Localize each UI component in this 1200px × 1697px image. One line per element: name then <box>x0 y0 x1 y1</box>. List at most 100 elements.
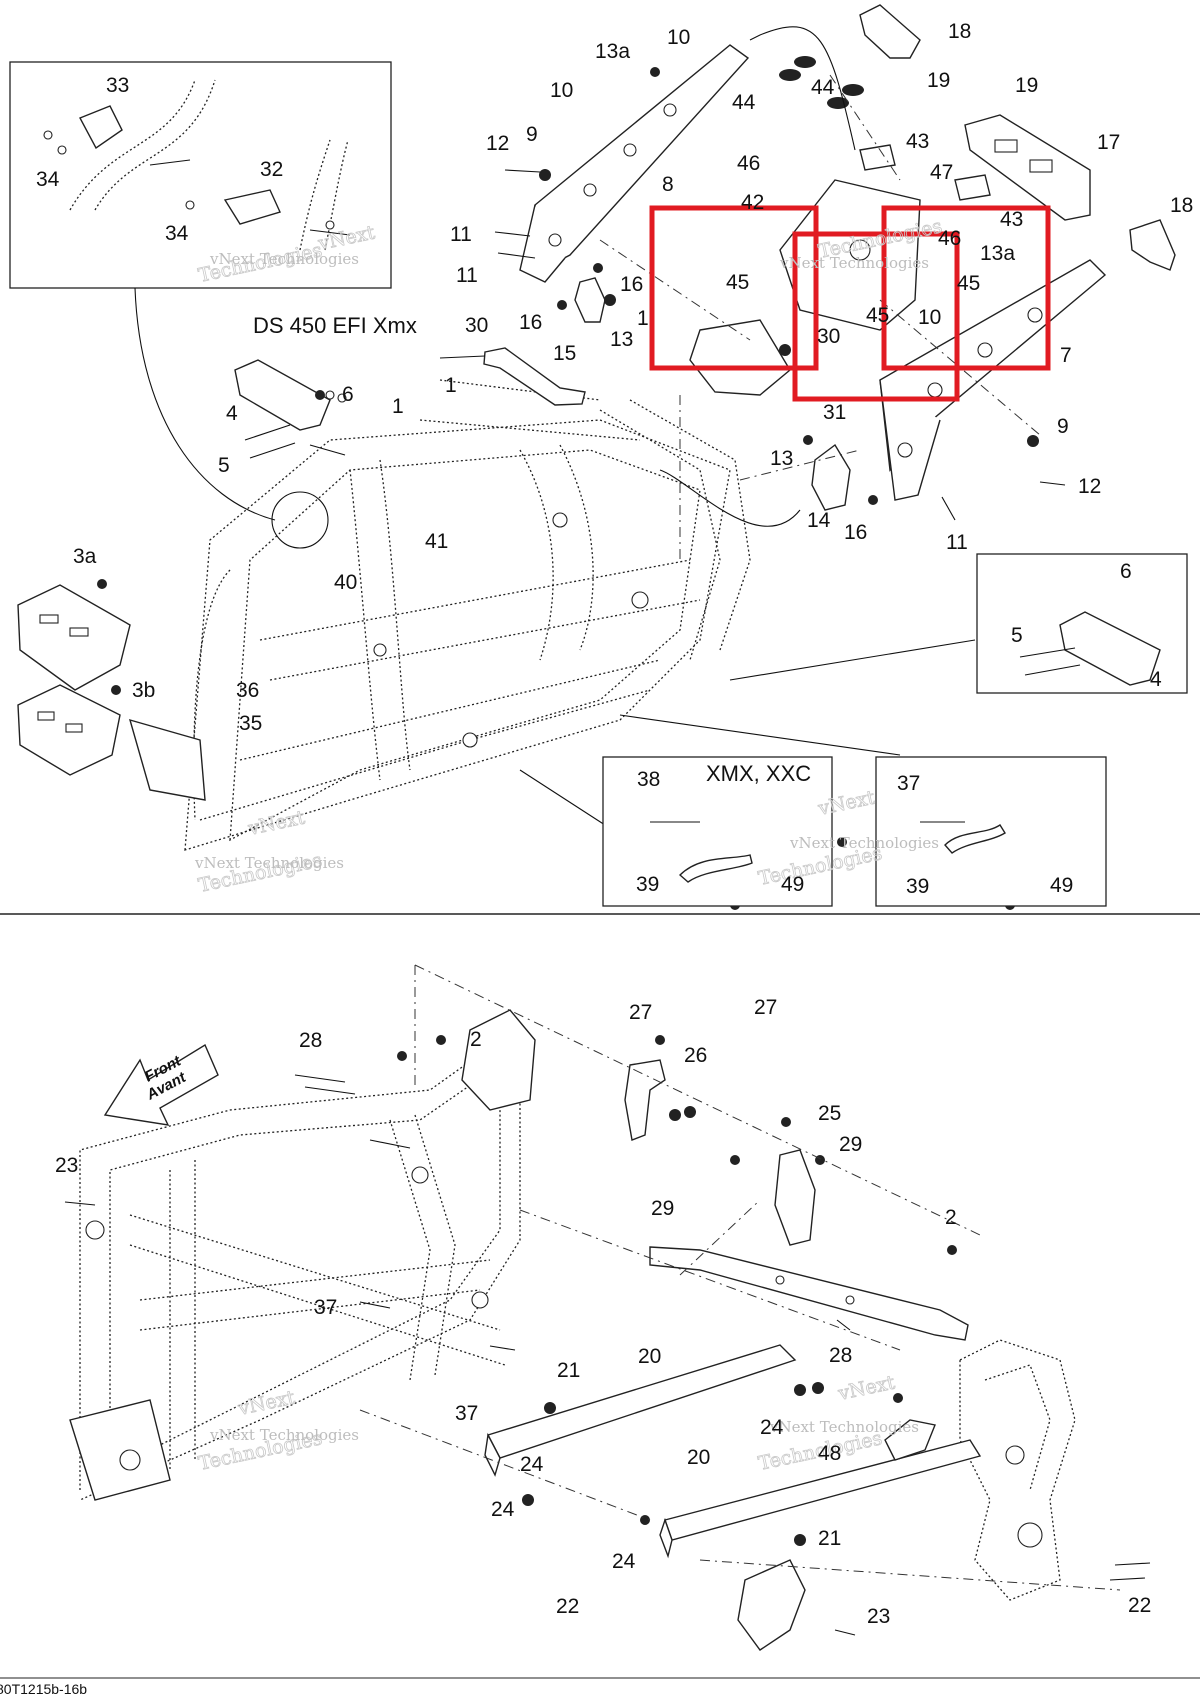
crossbar-bottom <box>649 1246 969 1341</box>
drawing-code: 80T1215b-16b <box>0 1681 87 1697</box>
callout-top-13-24: 13 <box>610 328 633 351</box>
callout-top-43-53: 43 <box>906 130 929 153</box>
callout-top-16-30: 16 <box>620 273 643 296</box>
callout-top-44-55: 44 <box>732 91 756 114</box>
callout-top-15-28: 15 <box>553 342 576 365</box>
inset-leader-curve <box>134 287 276 521</box>
callout-bottom-20-2: 20 <box>638 1345 661 1368</box>
callout-top-3a-3: 3a <box>73 545 97 568</box>
callout-top-44-56: 44 <box>811 76 835 99</box>
callout-bottom-29-20: 29 <box>839 1133 862 1156</box>
svg-text:vNext Technologies: vNext Technologies <box>194 854 344 872</box>
callout-top-12-21: 12 <box>486 132 509 155</box>
callout-top-13a-26: 13a <box>980 242 1015 265</box>
callout-top-18-33: 18 <box>948 20 971 43</box>
callout-top-49-63: 49 <box>781 873 804 896</box>
callout-bottom-2-0: 2 <box>470 1028 482 1051</box>
callout-top-18-34: 18 <box>1170 194 1193 217</box>
label-ds450: DS 450 EFI Xmx <box>253 313 417 338</box>
bracket-18-top <box>859 4 921 59</box>
rail-20-lower <box>659 1439 982 1559</box>
svg-text:vNext Technologies: vNext Technologies <box>779 254 929 272</box>
callout-top-45-58: 45 <box>957 272 980 295</box>
callout-top-31-39: 31 <box>823 401 846 424</box>
callout-top-9-14: 9 <box>1057 415 1069 438</box>
bracket-25 <box>774 1149 816 1246</box>
callout-top-9-13: 9 <box>526 123 538 146</box>
cap-44-a <box>794 56 816 68</box>
callout-top-4-6: 4 <box>1150 668 1162 691</box>
callout-top-4-5: 4 <box>226 402 238 425</box>
callout-bottom-28-18: 28 <box>299 1029 322 1052</box>
svg-text:vNext: vNext <box>835 1371 897 1405</box>
svg-text:vNext Technologies: vNext Technologies <box>769 1418 919 1436</box>
bracket-23-bottom <box>737 1559 806 1651</box>
strap-39-left <box>678 854 753 883</box>
callout-top-6-9: 6 <box>342 383 354 406</box>
callout-top-39-48: 39 <box>636 873 659 896</box>
highlight-box-1 <box>649 205 819 371</box>
callout-top-11-18: 11 <box>450 223 472 246</box>
strap-39-right <box>944 824 1006 854</box>
callout-bottom-23-9: 23 <box>867 1605 890 1628</box>
detail-circle <box>271 491 329 549</box>
callout-top-3b-4: 3b <box>132 679 155 702</box>
callout-top-1-0: 1 <box>445 374 457 397</box>
callout-bottom-37-23: 37 <box>455 1402 478 1425</box>
callout-top-45-59: 45 <box>866 304 889 327</box>
callout-top-42-52: 42 <box>741 191 764 214</box>
callout-top-30-38: 30 <box>817 325 840 348</box>
callout-bottom-27-17: 27 <box>754 996 777 1019</box>
callout-bottom-24-10: 24 <box>520 1453 544 1476</box>
callout-top-38-47: 38 <box>637 768 660 791</box>
callout-top-36-45: 36 <box>236 679 259 702</box>
callout-top-14-27: 14 <box>807 509 831 532</box>
cap-44-b <box>779 69 801 81</box>
dashdot-lines-bottom <box>359 964 1121 1591</box>
callout-top-10-17: 10 <box>918 306 941 329</box>
callout-top-10-16: 10 <box>550 79 573 102</box>
callout-bottom-22-6: 22 <box>556 1595 579 1618</box>
callout-bottom-21-5: 21 <box>818 1527 841 1550</box>
rail-8 <box>519 44 750 283</box>
bracket-30 <box>483 347 586 406</box>
callout-top-34-42: 34 <box>36 168 60 191</box>
callout-top-13a-25: 13a <box>595 40 630 63</box>
callout-top-40-50: 40 <box>334 571 357 594</box>
callout-bottom-25-14: 25 <box>818 1102 841 1125</box>
rail-20-upper <box>484 1344 797 1477</box>
callout-top-43-54: 43 <box>1000 208 1023 231</box>
svg-text:vNext Technologies: vNext Technologies <box>209 1426 359 1444</box>
bracket-26 <box>624 1059 666 1141</box>
callout-top-46-61: 46 <box>938 227 961 250</box>
callout-top-10-15: 10 <box>667 26 690 49</box>
inset-box-upper-left <box>9 61 392 289</box>
callout-top-41-51: 41 <box>425 530 448 553</box>
callout-top-30-37: 30 <box>465 314 488 337</box>
callout-bottom-48-24: 48 <box>818 1442 841 1465</box>
footrest-3a <box>17 579 131 691</box>
callout-top-46-60: 46 <box>737 152 760 175</box>
bracket-14 <box>811 443 851 511</box>
clip-43-b <box>954 174 991 201</box>
callout-top-17-32: 17 <box>1097 131 1120 154</box>
callout-top-16-31: 16 <box>844 521 867 544</box>
callout-top-11-20: 11 <box>946 531 968 554</box>
callout-top-19-36: 19 <box>1015 74 1038 97</box>
footpeg-upper-left <box>234 359 347 459</box>
callout-top-49-64: 49 <box>1050 874 1073 897</box>
callout-top-34-43: 34 <box>165 222 189 245</box>
callout-bottom-24-13: 24 <box>612 1550 636 1573</box>
front-arrow <box>103 1043 219 1126</box>
callout-top-11-19: 11 <box>456 264 478 287</box>
pointer-arrows-top <box>309 26 976 826</box>
callout-top-1-2: 1 <box>637 307 649 330</box>
footrest-3b <box>17 684 121 776</box>
cap-44-c <box>842 84 864 96</box>
callout-top-32-40: 32 <box>260 158 283 181</box>
callout-bottom-21-4: 21 <box>557 1359 580 1382</box>
highlight-box-3 <box>881 205 1051 371</box>
svg-text:vNext Technologies: vNext Technologies <box>789 834 939 852</box>
callout-top-47-62: 47 <box>930 161 953 184</box>
